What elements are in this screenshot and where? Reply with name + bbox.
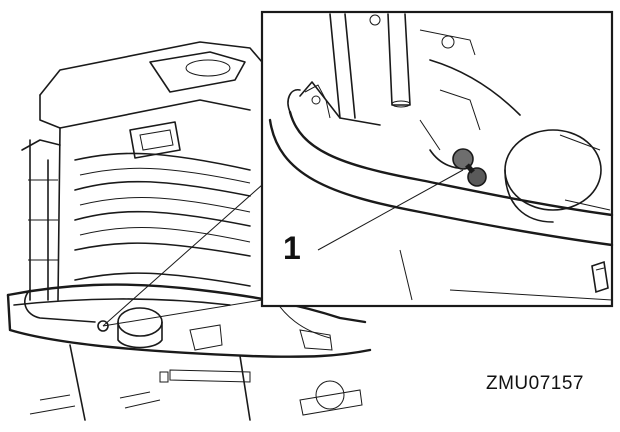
- detail-inset: [260, 10, 614, 308]
- figure-code: ZMU07157: [486, 373, 584, 394]
- leader-lines: [102, 184, 263, 327]
- drain-plug: [452, 148, 487, 187]
- callout-number: 1: [283, 230, 301, 266]
- callout-leader: [317, 169, 464, 251]
- engine-drawing: [6, 41, 372, 421]
